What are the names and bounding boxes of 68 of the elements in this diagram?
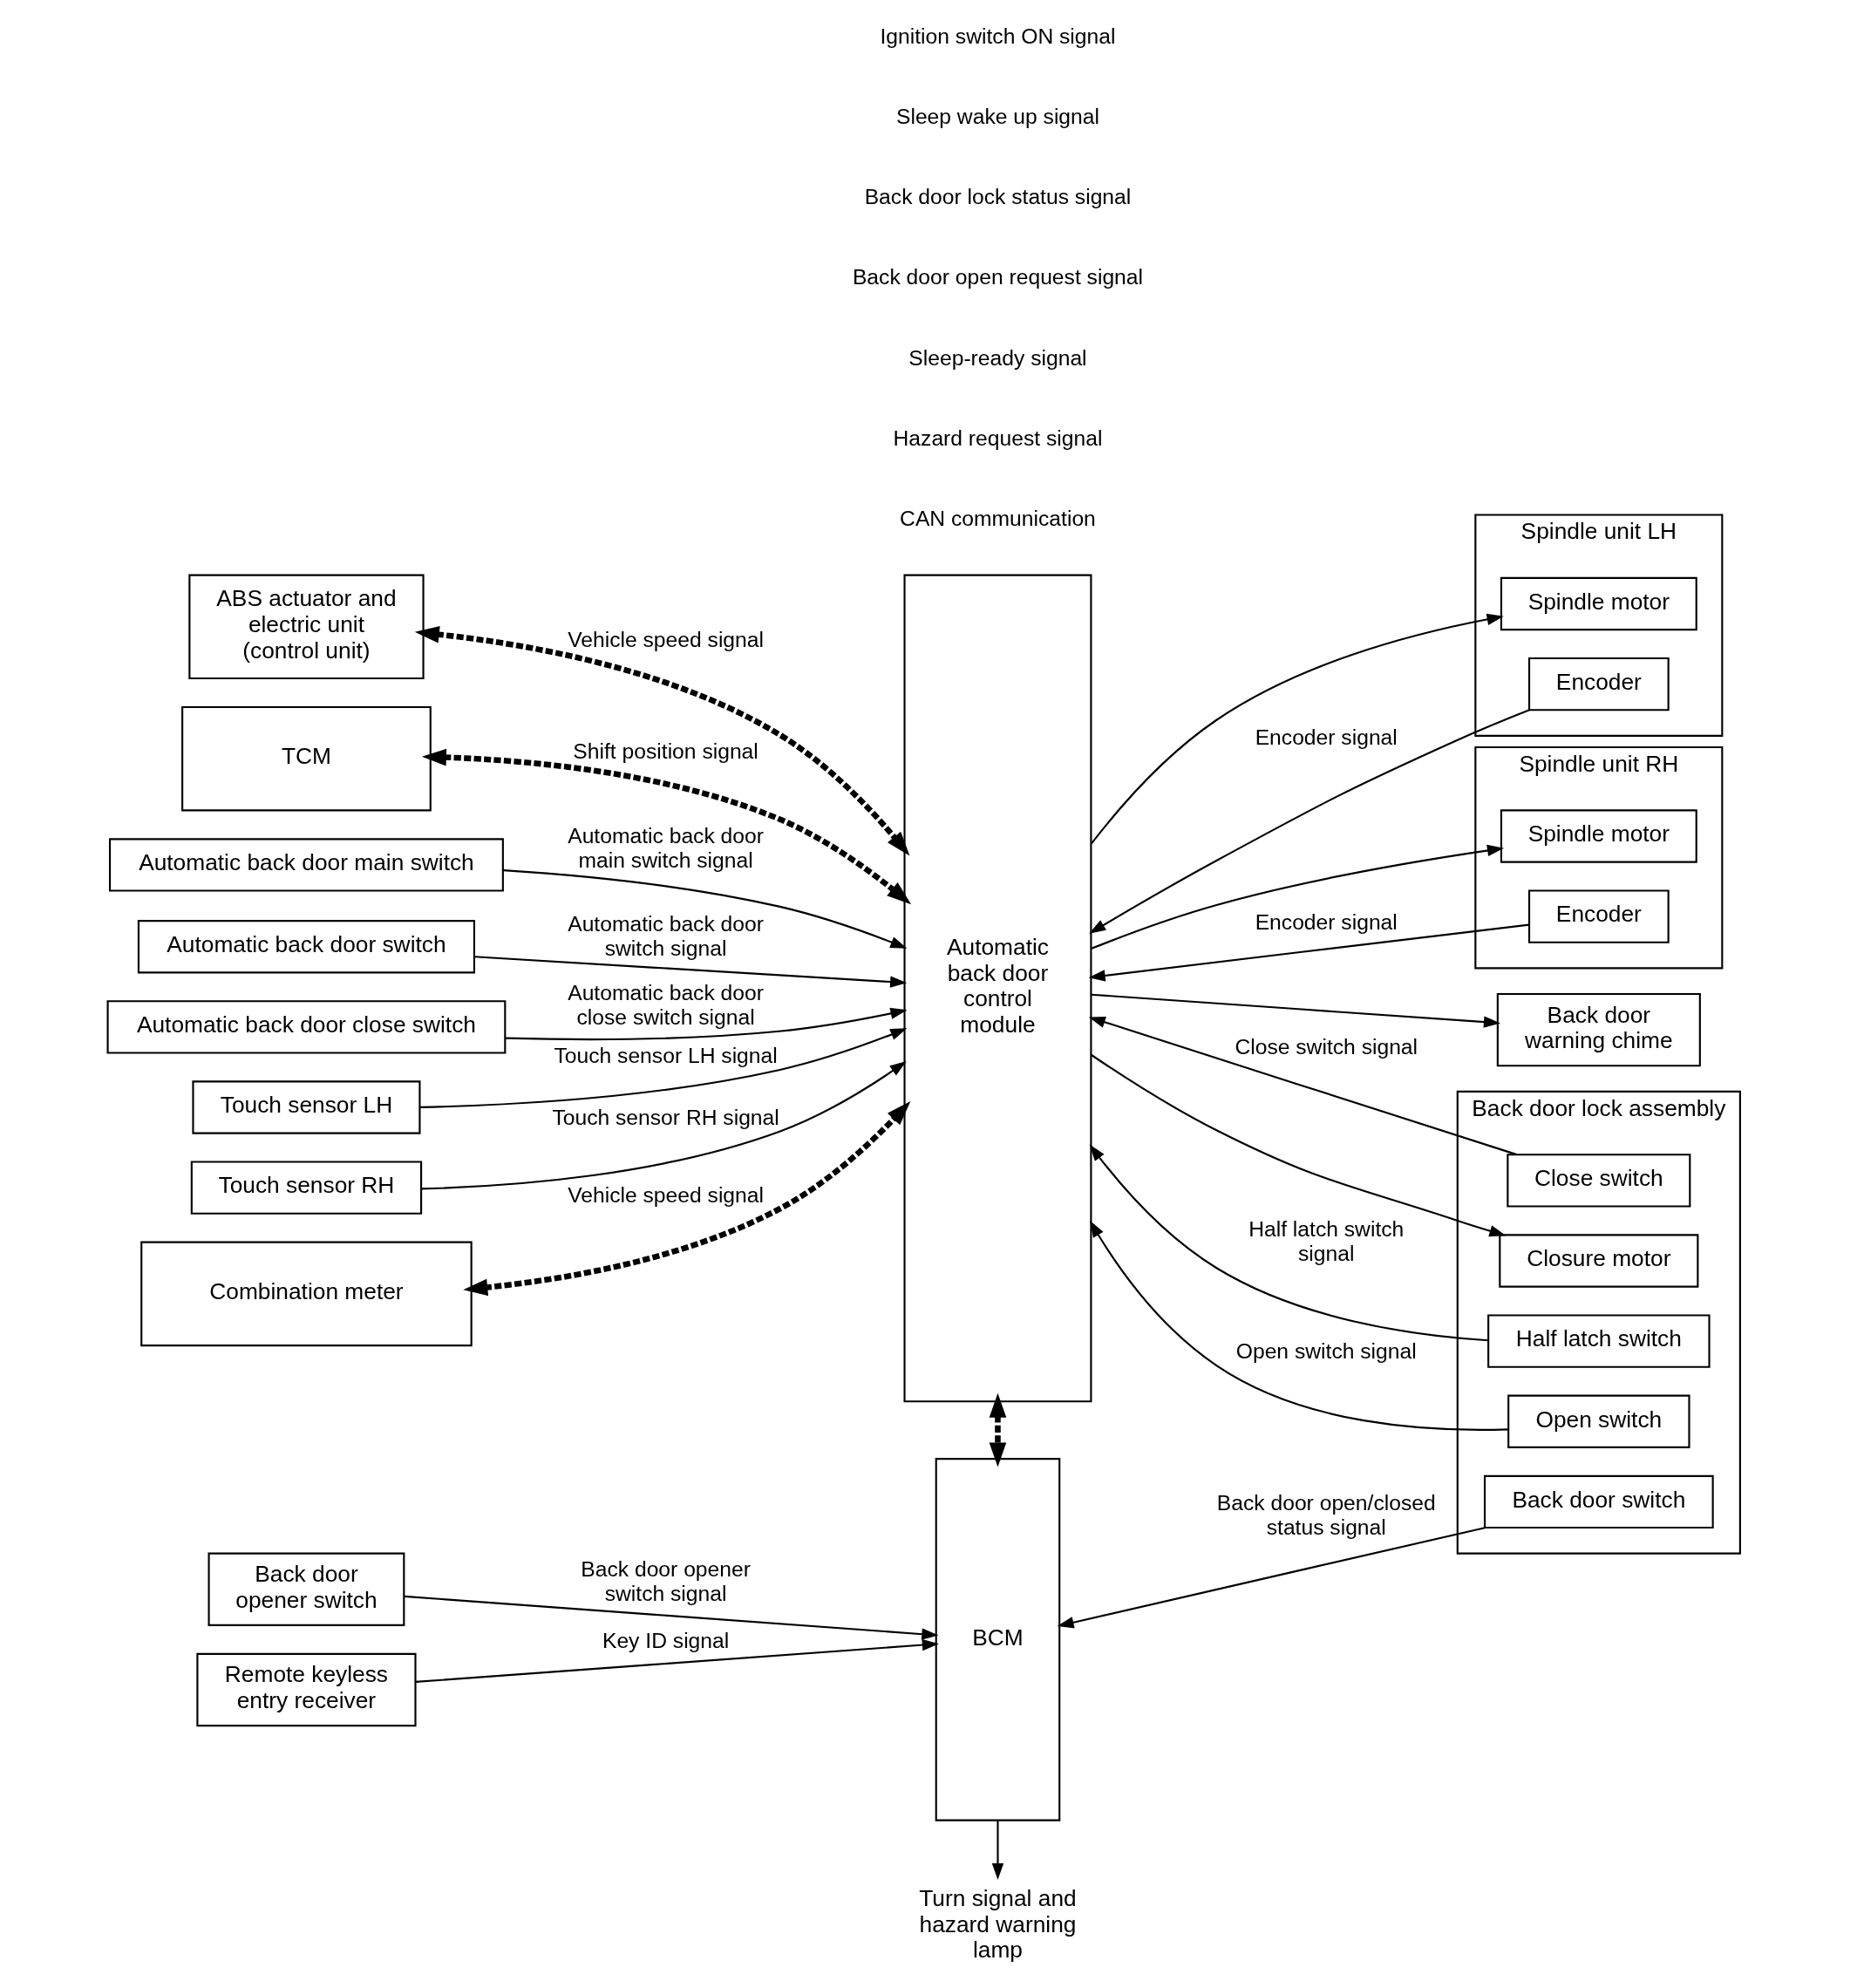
node-text: Turn signal and hazard warning lamp: [918, 1885, 1077, 1964]
node-box: Spindle motor: [1500, 809, 1697, 863]
edge-label: Encoder signal: [1255, 909, 1398, 934]
node-box: Close switch: [1506, 1154, 1690, 1208]
edge-label: Encoder signal: [1255, 725, 1398, 749]
arrow: [505, 1007, 908, 1041]
node-box: Half latch switch: [1486, 1314, 1711, 1368]
label: Sleep-ready signal: [908, 345, 1087, 370]
node-box: Encoder: [1527, 889, 1670, 943]
edge-label: Close switch signal: [1234, 1035, 1418, 1059]
edge-label: Touch sensor RH signal: [551, 1105, 779, 1129]
arrow: [1057, 1527, 1485, 1629]
node-box: Open switch: [1507, 1394, 1690, 1448]
edge-label: Automatic back door close switch signal: [567, 980, 764, 1029]
arrow: [473, 956, 907, 988]
node-box: TCM: [180, 705, 432, 812]
arrow: [991, 1820, 1003, 1881]
arrow: [404, 1595, 938, 1640]
arrow: [462, 1101, 910, 1297]
edge-label: Touch sensor LH signal: [553, 1043, 778, 1067]
arrow: [420, 1061, 907, 1190]
edge-label: Key ID signal: [602, 1629, 729, 1653]
node-box: Touch sensor LH: [191, 1080, 420, 1134]
arrow: [1088, 1016, 1517, 1156]
arrow: [421, 748, 911, 905]
label: Ignition switch ON signal: [879, 24, 1115, 49]
label: Hazard request signal: [893, 426, 1102, 450]
edge-label: Vehicle speed signal: [567, 1182, 764, 1207]
node-box: Automatic back door control module: [902, 574, 1092, 1403]
node-box: Spindle motor: [1500, 576, 1697, 631]
node-box: ABS actuator and electric unit (control unit): [187, 574, 425, 680]
arrow: [1089, 1144, 1488, 1342]
edge-label: Vehicle speed signal: [567, 627, 764, 651]
node-box: Combination meter: [139, 1241, 473, 1347]
node-box: Encoder: [1527, 657, 1670, 711]
node-box: Closure motor: [1498, 1234, 1698, 1288]
node-box: Back door warning chime: [1496, 992, 1701, 1067]
arrow: [1090, 1053, 1507, 1237]
arrow: [414, 625, 909, 856]
label: Sleep wake up signal: [895, 105, 1099, 129]
arrow: [415, 1638, 939, 1683]
edge-label: Automatic back door main switch signal: [567, 824, 764, 873]
label: Back door lock status signal: [864, 185, 1131, 209]
edge-label: Half latch switch signal: [1248, 1217, 1404, 1266]
arrow: [1091, 844, 1504, 950]
node-box: Remote keyless entry receiver: [195, 1652, 417, 1727]
node-box: Automatic back door switch: [137, 920, 475, 974]
node-box: Touch sensor RH: [190, 1161, 422, 1215]
node-box: Automatic back door close switch: [106, 1000, 506, 1054]
arrow: [989, 1392, 1006, 1467]
arrow: [1090, 613, 1504, 845]
arrow: [1089, 1220, 1508, 1431]
edge-label: Automatic back door switch signal: [567, 911, 764, 960]
arrow: [1091, 993, 1500, 1028]
node-box: Back door opener switch: [207, 1552, 405, 1626]
edge-label: Back door open/closed status signal: [1216, 1491, 1436, 1540]
edge-label: Shift position signal: [572, 739, 758, 764]
edge-label: Open switch signal: [1235, 1338, 1417, 1363]
arrow: [1088, 709, 1530, 934]
arrow: [1088, 923, 1529, 982]
edge-label: Back door opener switch signal: [580, 1556, 751, 1605]
label: Back door open request signal: [852, 265, 1143, 289]
arrow: [502, 869, 907, 949]
arrow: [419, 1028, 907, 1108]
node-box: BCM: [935, 1458, 1060, 1821]
label: CAN communication: [899, 506, 1096, 530]
node-box: Back door switch: [1483, 1474, 1714, 1529]
node-box: Automatic back door main switch: [108, 838, 504, 892]
